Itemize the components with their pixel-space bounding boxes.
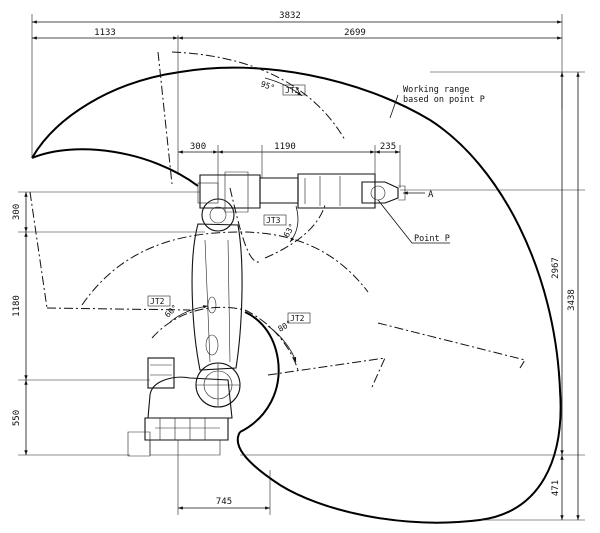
- jt3-joint: [201, 198, 235, 232]
- angle-jt3-top: 95°: [259, 79, 276, 92]
- tag-jt3-top: JT3: [285, 86, 300, 95]
- motion-limit-lines: [29, 51, 526, 388]
- tag-box-jt3-mid: [263, 214, 287, 226]
- forearm: [259, 177, 299, 204]
- motor-housing: [147, 357, 175, 389]
- tag-box-jt2-left: [147, 295, 171, 307]
- dimension-labels: 3832 1133 2699 300 1190 235 300 1180 550…: [12, 11, 577, 507]
- dim-left-550: 550: [12, 410, 22, 426]
- dim-top-left: 1133: [94, 28, 116, 38]
- tag-jt3-mid: JT3: [266, 216, 281, 225]
- dim-arm-1190: 1190: [274, 142, 296, 152]
- tag-box-jt3-top: [282, 84, 306, 96]
- point-p-label: Point P: [414, 234, 450, 244]
- robot-arm: [127, 171, 406, 457]
- upper-arm: [199, 174, 261, 209]
- robot-turret: [147, 376, 233, 419]
- view-a-label: A: [428, 190, 434, 200]
- annotations: Working range based on point P Point P A: [403, 85, 485, 244]
- tag-jt2-left: JT2: [150, 297, 165, 306]
- dimension-lines: [18, 14, 585, 521]
- dim-arm-235: 235: [380, 142, 396, 152]
- tag-jt2-right: JT2: [290, 314, 305, 323]
- dim-left-1180: 1180: [12, 295, 22, 317]
- dim-right-3438: 3438: [567, 289, 577, 311]
- tag-box-jt2-right: [287, 312, 311, 324]
- dim-right-471: 471: [551, 480, 561, 496]
- working-range-envelope: [31, 66, 562, 524]
- dim-left-300: 300: [12, 204, 22, 220]
- dim-top-total: 3832: [279, 11, 301, 21]
- dim-right-2967: 2967: [551, 257, 561, 279]
- dim-top-right: 2699: [344, 28, 366, 38]
- angle-jt3-down: 63°: [282, 222, 297, 239]
- lower-arm: [191, 223, 243, 371]
- working-range-note-line2: based on point P: [403, 95, 485, 105]
- wrist: [361, 181, 399, 204]
- robot-base: [144, 417, 229, 441]
- dim-bottom-745: 745: [216, 497, 232, 507]
- dim-arm-300: 300: [190, 142, 206, 152]
- working-range-note-line1: Working range: [403, 85, 470, 95]
